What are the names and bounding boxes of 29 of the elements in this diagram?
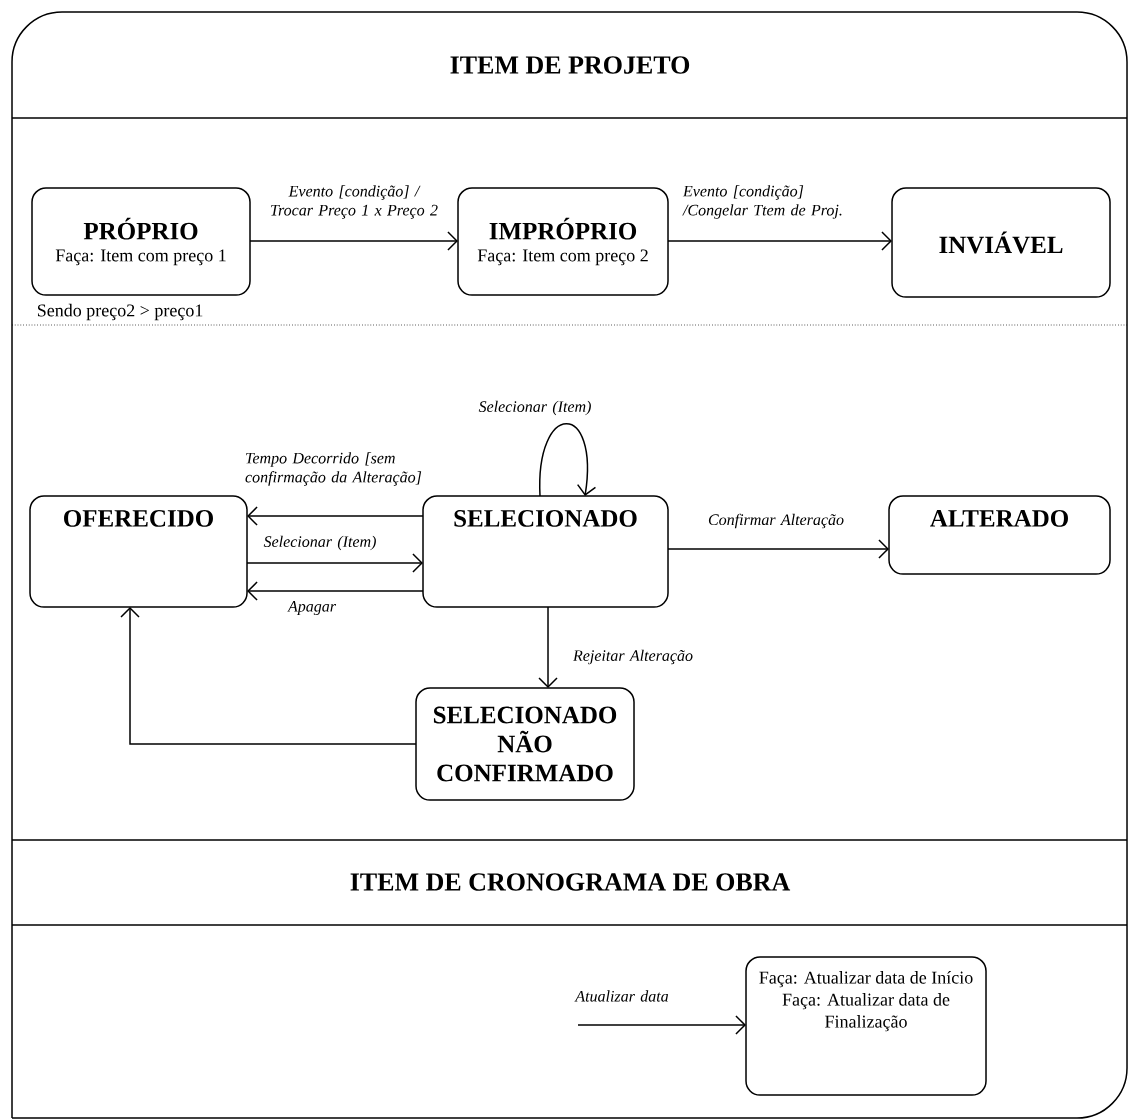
state-box: IMPRÓPRIO Faça: Item com preço 2 <box>457 187 669 296</box>
section-heading: ITEM DE PROJETO <box>450 56 690 74</box>
arrow <box>247 581 424 601</box>
state-box: PRÓPRIO Faça: Item com preço 1 <box>31 187 251 296</box>
edge-label: Tempo Decorrido [sem confirmação da Alteração] <box>245 452 422 486</box>
state-box: INVIÁVEL <box>891 187 1111 298</box>
arrow <box>120 607 417 745</box>
edge-label: Apagar <box>287 601 337 615</box>
edge-label: Evento [condição] / Trocar Preço 1 x Preço 2 <box>271 185 438 219</box>
edge-label: Evento [condição] /Congelar Ttem de Proj. <box>682 185 842 219</box>
arrow <box>577 1015 746 1035</box>
edge-label: Rejeitar Alteração <box>572 649 693 665</box>
state-box: Faça: Atualizar data de Início Faça: Atualizar data de Finalização <box>745 956 987 1096</box>
state-box: SELECIONADO NÃO CONFIRMADO <box>415 687 635 801</box>
edge-label: Selecionar (Item) <box>263 535 376 551</box>
arrow <box>538 606 558 688</box>
state-box: SELECIONADO <box>422 495 669 608</box>
state-box: OFERECIDO <box>29 495 248 608</box>
arrow <box>249 231 458 251</box>
section-heading: ITEM DE CRONOGRAMA DE OBRA <box>350 873 791 891</box>
edge-label: Confirmar Alteração <box>708 513 844 529</box>
arrow <box>539 423 597 497</box>
state-box: ALTERADO <box>888 495 1111 575</box>
arrow <box>246 553 423 573</box>
arrow <box>667 231 892 251</box>
edge-label: Selecionar (Item) <box>478 400 591 416</box>
arrow <box>247 506 424 526</box>
arrow <box>667 539 889 559</box>
edge-label: Atualizar data <box>574 990 669 1002</box>
